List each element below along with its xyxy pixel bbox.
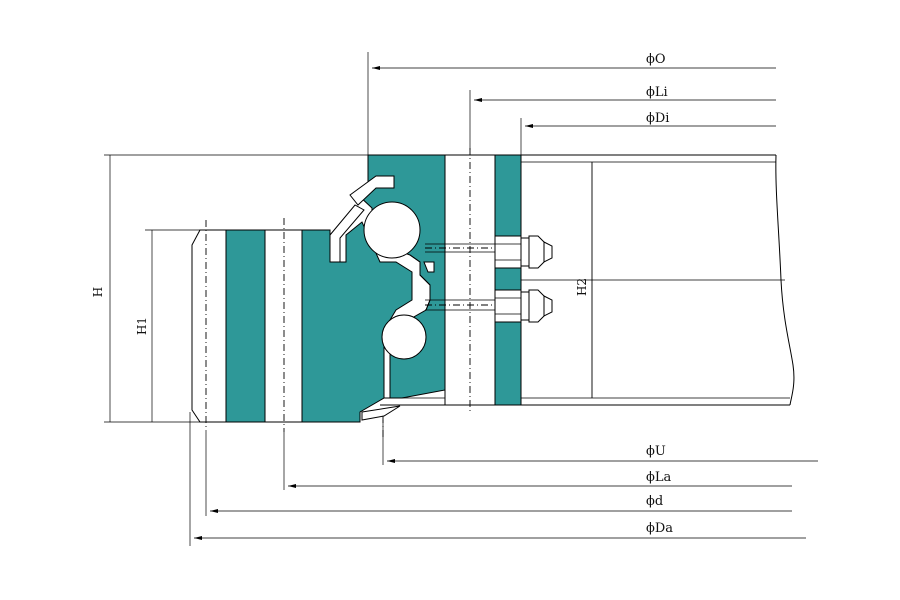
label-phi-O: ϕO xyxy=(646,52,666,67)
label-H: H xyxy=(91,287,105,297)
bottom-diameter-dimensions xyxy=(189,412,818,546)
label-H2: H2 xyxy=(575,278,589,296)
label-H1: H1 xyxy=(135,317,149,335)
bolt-lower xyxy=(425,289,553,323)
rolling-elements xyxy=(363,201,427,360)
label-phi-Da: ϕDa xyxy=(646,521,673,536)
top-diameter-dimensions xyxy=(367,52,776,155)
dimension-arrowheads xyxy=(194,66,533,540)
label-phi-d: ϕd xyxy=(646,494,663,509)
bolt-upper xyxy=(425,235,553,269)
label-phi-U: ϕU xyxy=(646,444,666,459)
label-phi-Li: ϕLi xyxy=(646,85,668,100)
label-phi-La: ϕLa xyxy=(646,470,671,485)
height-dimensions xyxy=(104,154,593,423)
inner-gap-lines xyxy=(409,254,435,311)
label-phi-Di: ϕDi xyxy=(646,111,669,126)
upper-ball xyxy=(363,201,421,259)
lower-ball xyxy=(381,314,427,360)
